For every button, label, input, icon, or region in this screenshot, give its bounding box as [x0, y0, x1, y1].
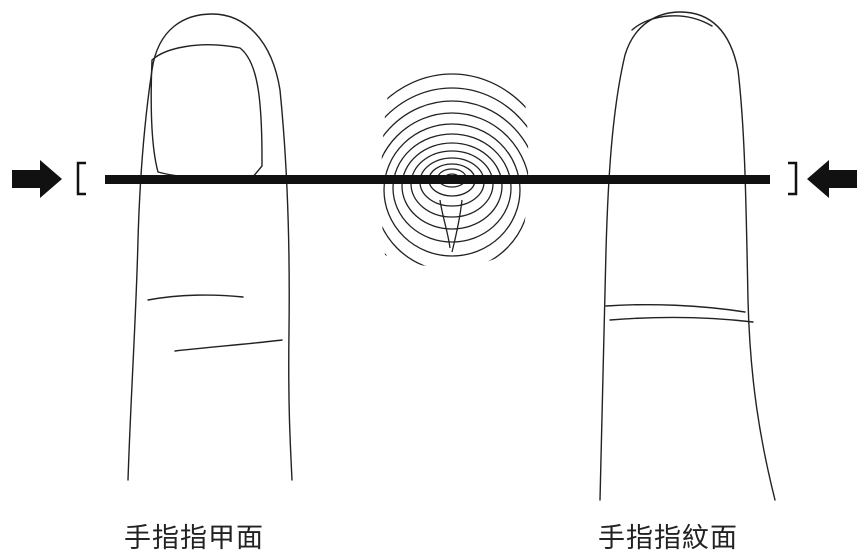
fingerprint-icon — [344, 74, 560, 322]
alignment-line — [105, 175, 770, 184]
alignment-guide — [12, 160, 857, 198]
finger-outline — [128, 14, 292, 480]
fingertip-edge — [632, 16, 712, 30]
finger-outline — [600, 12, 775, 500]
fingernail — [151, 45, 262, 179]
caption-nail-side: 手指指甲面 — [124, 516, 264, 555]
right-bracket — [788, 163, 796, 194]
knuckle-crease — [606, 305, 745, 312]
left-bracket — [78, 163, 86, 194]
finger-nail-side — [128, 14, 292, 480]
knuckle-crease — [610, 318, 753, 322]
arrow-right-icon — [12, 160, 62, 198]
caption-fingerprint-side: 手指指紋面 — [598, 516, 738, 555]
finger-print-side — [600, 12, 775, 500]
knuckle-crease — [148, 295, 243, 300]
arrow-left-icon — [807, 160, 857, 198]
knuckle-crease — [175, 340, 282, 351]
